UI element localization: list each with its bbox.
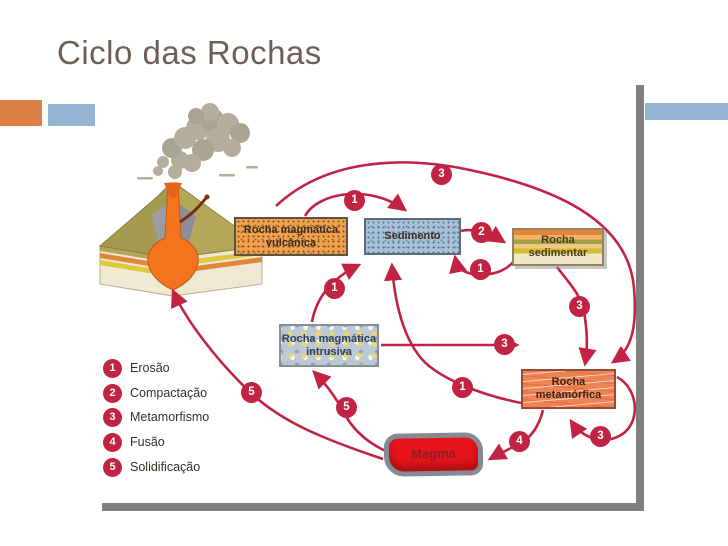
smoke-plume-icon [137,103,258,180]
box-label: Rocha magmática vulcânica [243,223,339,249]
arrow-sedimentar-to-metamorfica [555,266,597,367]
legend-number-badge: 3 [103,407,122,427]
box-label: Rocha metamórfica [535,376,602,401]
box-label: Magma [410,445,457,462]
arrow-badge: 1 [470,259,491,280]
arrow-badge: 1 [324,278,345,299]
legend-item-solidificacao: 5 Solidificação [103,457,200,477]
legend-item-metamorfismo: 3 Metamorfismo [103,407,209,427]
legend-number-badge: 4 [103,432,122,452]
legend-number-badge: 2 [103,383,122,403]
arrow-badge: 5 [241,382,262,403]
page-title: Ciclo das Rochas [57,34,322,71]
box-sedimento: Sedimento [364,218,461,255]
box-rocha-magmatica-intrusiva: Rocha magmática intrusiva [279,324,379,367]
legend-label: Metamorfismo [130,410,210,424]
frame-horizontal-bar [102,503,644,511]
box-label: Sedimento [384,230,441,243]
arrow-badge: 3 [569,296,590,317]
accent-bar-orange [0,100,42,126]
arrow-sedimentar-to-sedimento [449,254,515,276]
legend-label: Fusão [130,435,165,449]
box-magma: Magma [383,432,484,477]
arrow-badge: 2 [471,222,492,243]
arrow-badge: 3 [431,164,452,185]
accent-bar-blue-left [48,104,95,126]
legend-number-badge: 5 [103,457,122,477]
box-label: Rocha sedimentar [528,234,588,259]
arrow-magma-to-volcano [171,288,384,461]
box-rocha-magmatica-vulcanica: Rocha magmática vulcânica [234,217,348,256]
cycle-arrows [171,161,637,461]
arrow-vulcanica-to-metamorfica [275,161,637,364]
arrow-badge: 1 [452,377,473,398]
legend-label: Erosão [130,361,170,375]
arrow-badge: 4 [509,431,530,452]
box-label: Rocha magmática intrusiva [281,332,377,358]
accent-bar-blue-right [645,103,728,120]
arrow-badge: 3 [590,426,611,447]
volcano-illustration [98,103,264,297]
legend-label: Solidificação [130,460,201,474]
legend-item-compactacao: 2 Compactação [103,383,207,403]
box-rocha-metamorfica: Rocha metamórfica [521,369,616,409]
arrow-metamorfica-loop [569,375,637,442]
box-rocha-sedimentar: Rocha sedimentar [512,228,604,266]
legend-label: Compactação [130,386,208,400]
arrow-metamorfica-to-sedimento [383,262,522,405]
legend-item-fusao: 4 Fusão [103,432,165,452]
frame-vertical-bar [636,85,644,511]
arrow-badge: 3 [494,334,515,355]
arrow-badge: 1 [344,190,365,211]
legend-item-erosao: 1 Erosão [103,358,170,378]
legend-number-badge: 1 [103,358,122,378]
arrow-badge: 5 [336,397,357,418]
